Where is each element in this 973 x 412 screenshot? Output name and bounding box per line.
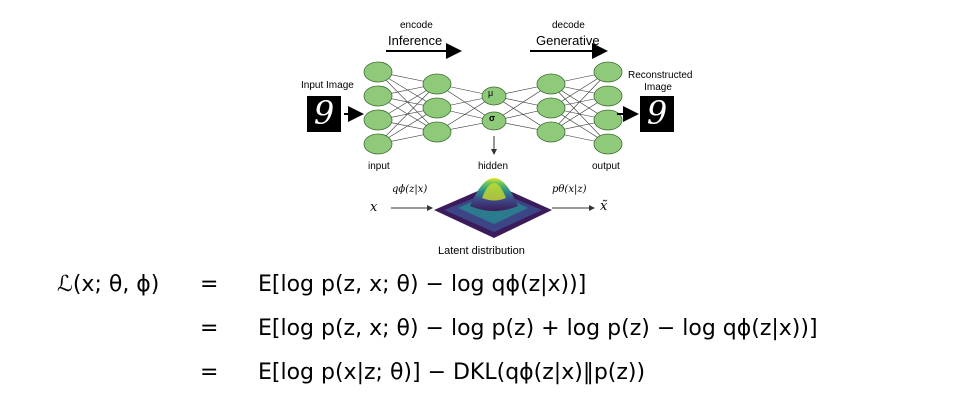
- encode-label: encode: [400, 20, 433, 31]
- latent-node: [481, 86, 507, 106]
- q-phi-label: qϕ(z|x): [392, 184, 428, 195]
- encoder-hidden-node: [422, 97, 452, 119]
- input-layer-node: [363, 133, 393, 155]
- input-layer-node: [363, 61, 393, 83]
- output-layer-node: [593, 109, 623, 131]
- x-label: x: [370, 200, 378, 215]
- elbo-lhs-text: ℒ(x; θ, ϕ): [57, 272, 160, 297]
- equation-line-2: E[log p(z, x; θ) − log p(z) + log p(z) −…: [258, 316, 818, 341]
- input-image: [307, 96, 341, 132]
- input-image-label: Input Image: [301, 80, 354, 91]
- hidden-layer-label: hidden: [478, 161, 509, 172]
- input-layer-node: [363, 109, 393, 131]
- network-edges: [377, 71, 609, 145]
- generative-label: Generative: [536, 33, 600, 48]
- decoder-hidden-node: [536, 121, 566, 143]
- output-image: [640, 96, 674, 132]
- decode-label: decode: [552, 20, 585, 31]
- decoder-hidden-node: [536, 97, 566, 119]
- latent-node: [481, 111, 507, 131]
- equation-line-1: E[log p(z, x; θ) − log qϕ(z|x))]: [258, 272, 587, 297]
- x-tilde-label: x̃: [600, 199, 608, 214]
- output-layer-node: [593, 85, 623, 107]
- network-edge: [550, 71, 609, 133]
- inference-label: Inference: [388, 33, 443, 48]
- output-layer-node: [593, 133, 623, 155]
- reconstructed-image-label: Reconstructed Image: [628, 70, 693, 93]
- output-layer-node: [593, 61, 623, 83]
- network-edge: [377, 83, 438, 145]
- decoder-hidden-node: [536, 73, 566, 95]
- p-theta-label: pθ(x|z): [552, 184, 587, 195]
- output-layer-label: output: [592, 161, 620, 172]
- encoder-hidden-node: [422, 73, 452, 95]
- output-digit: 9: [646, 94, 668, 132]
- latent-distribution-label: Latent distribution: [438, 245, 525, 257]
- mu-label: μ: [488, 88, 494, 98]
- sigma-label: σ: [489, 113, 496, 123]
- input-layer-label: input: [368, 161, 390, 172]
- eq-sign-2: =: [200, 316, 219, 341]
- input-digit: 9: [313, 94, 335, 132]
- input-layer-node: [363, 85, 393, 107]
- eq-sign-3: =: [200, 360, 219, 385]
- eq-sign-1: =: [200, 272, 219, 297]
- latent-distribution-surface: [434, 178, 552, 238]
- equation-line-3: E[log p(x|z; θ)] − DKL(qϕ(z|x)‖p(z)): [258, 360, 646, 385]
- encoder-hidden-node: [422, 121, 452, 143]
- network-nodes: [363, 61, 623, 155]
- elbo-lhs: ℒ(x; θ, ϕ): [57, 272, 159, 297]
